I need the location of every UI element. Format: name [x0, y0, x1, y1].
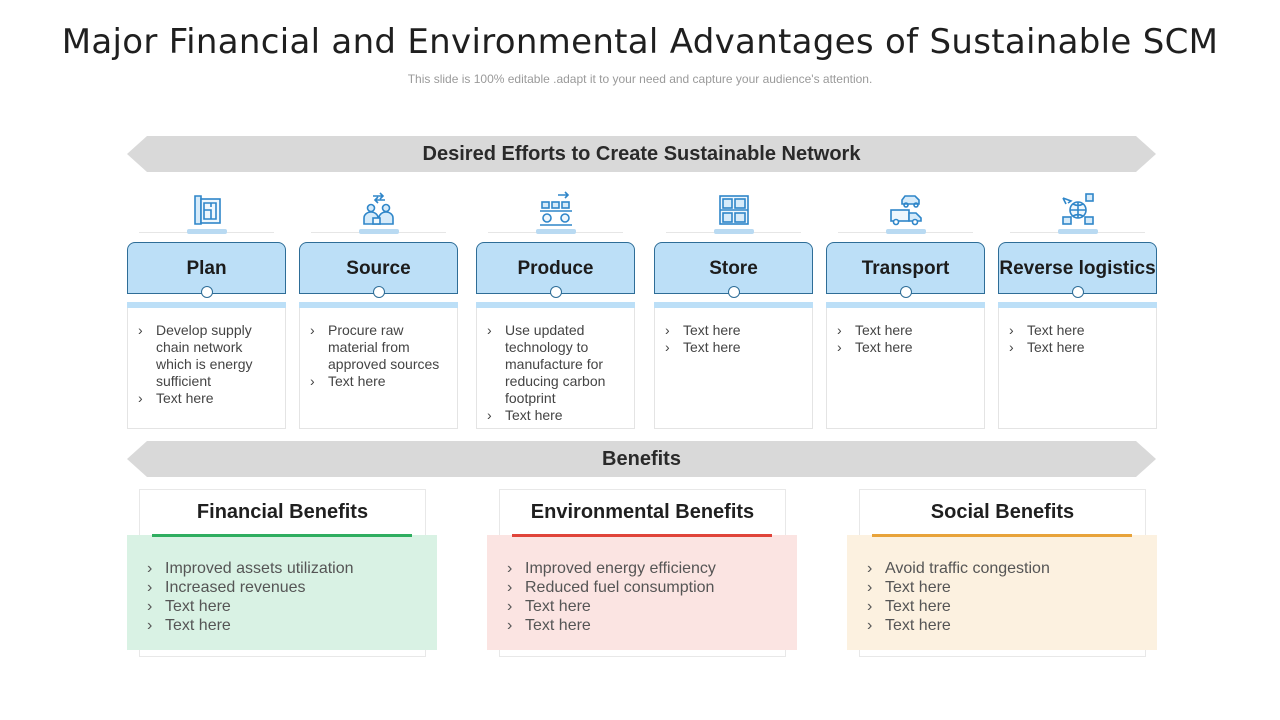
card-accent-rule	[872, 534, 1132, 537]
step-store: Store Text here Text here	[654, 190, 813, 430]
icon-base	[358, 229, 399, 234]
step-plan: Plan Develop supply chain network which …	[127, 190, 286, 430]
card-accent-rule	[152, 534, 412, 537]
step-label: Reverse logistics	[999, 257, 1156, 279]
conveyor-gears-icon	[536, 190, 576, 230]
list-item: Text here	[867, 597, 1157, 616]
step-strip	[998, 302, 1157, 308]
step-label: Plan	[186, 257, 227, 279]
card-accent-rule	[512, 534, 772, 537]
list-item: Text here	[1007, 339, 1148, 356]
step-body: Procure raw material from approved sourc…	[299, 308, 458, 429]
step-header: Plan	[127, 242, 286, 294]
card-title: Environmental Benefits	[530, 501, 755, 523]
list-item: Text here	[136, 390, 277, 407]
step-source: Source Procure raw material from approve…	[299, 190, 458, 430]
list-item: Reduced fuel consumption	[507, 578, 797, 597]
connector-knob	[549, 286, 562, 298]
list-item: Increased revenues	[147, 578, 437, 597]
environmental-benefits-card: Improved energy efficiency Reduced fuel …	[487, 489, 797, 659]
people-exchange-icon	[359, 190, 399, 230]
step-produce: Produce Use updated technology to manufa…	[476, 190, 635, 430]
icon-base	[186, 229, 227, 234]
list-item: Text here	[663, 322, 804, 339]
step-strip	[654, 302, 813, 308]
list-item: Develop supply chain network which is en…	[136, 322, 277, 390]
step-body: Text here Text here	[998, 308, 1157, 429]
step-label: Transport	[861, 257, 950, 279]
list-item: Text here	[867, 578, 1157, 597]
icon-base	[1057, 229, 1098, 234]
step-label: Produce	[517, 257, 594, 279]
connector-knob	[200, 286, 213, 298]
step-header: Store	[654, 242, 813, 294]
financial-benefits-card: Improved assets utilization Increased re…	[127, 489, 437, 659]
list-item: Text here	[147, 597, 437, 616]
connector-knob	[1071, 286, 1084, 298]
card-fill: Improved assets utilization Increased re…	[127, 535, 437, 650]
step-header: Produce	[476, 242, 635, 294]
step-body: Use updated technology to manufacture fo…	[476, 308, 635, 429]
list-item: Text here	[1007, 322, 1148, 339]
list-item: Avoid traffic congestion	[867, 559, 1157, 578]
step-body: Text here Text here	[826, 308, 985, 429]
social-benefits-card: Avoid traffic congestion Text here Text …	[847, 489, 1157, 659]
step-reverse-logistics: Reverse logistics Text here Text here	[998, 190, 1157, 430]
list-item: Text here	[663, 339, 804, 356]
list-item: Text here	[835, 322, 976, 339]
list-item: Text here	[147, 616, 437, 635]
step-body: Text here Text here	[654, 308, 813, 429]
step-strip	[826, 302, 985, 308]
list-item: Text here	[308, 373, 449, 390]
list-item: Use updated technology to manufacture fo…	[485, 322, 626, 407]
page-title: Major Financial and Environmental Advant…	[61, 22, 1219, 62]
card-fill: Improved energy efficiency Reduced fuel …	[487, 535, 797, 650]
warehouse-boxes-icon	[714, 190, 754, 230]
efforts-band-label: Desired Efforts to Create Sustainable Ne…	[422, 142, 861, 165]
global-logistics-icon	[1058, 190, 1098, 230]
list-item: Text here	[485, 407, 626, 424]
benefits-band-label: Benefits	[602, 447, 681, 470]
step-label: Source	[346, 257, 411, 279]
step-strip	[299, 302, 458, 308]
list-item: Text here	[835, 339, 976, 356]
list-item: Text here	[507, 616, 797, 635]
step-body: Develop supply chain network which is en…	[127, 308, 286, 429]
step-header: Reverse logistics	[998, 242, 1157, 294]
connector-knob	[372, 286, 385, 298]
card-title: Financial Benefits	[196, 501, 369, 523]
list-item: Procure raw material from approved sourc…	[308, 322, 449, 373]
step-transport: Transport Text here Text here	[826, 190, 985, 430]
list-item: Text here	[867, 616, 1157, 635]
step-label: Store	[709, 257, 758, 279]
icon-base	[885, 229, 926, 234]
card-fill: Avoid traffic congestion Text here Text …	[847, 535, 1157, 650]
card-title: Social Benefits	[930, 501, 1075, 523]
step-strip	[476, 302, 635, 308]
connector-knob	[899, 286, 912, 298]
list-item: Improved energy efficiency	[507, 559, 797, 578]
step-header: Transport	[826, 242, 985, 294]
page-subtitle: This slide is 100% editable .adapt it to…	[407, 72, 873, 86]
icon-base	[713, 229, 754, 234]
delivery-vehicles-icon	[886, 190, 926, 230]
efforts-arrow-band: Desired Efforts to Create Sustainable Ne…	[127, 136, 1156, 172]
step-strip	[127, 302, 286, 308]
blueprint-icon	[187, 190, 227, 230]
list-item: Text here	[507, 597, 797, 616]
icon-base	[535, 229, 576, 234]
benefits-arrow-band: Benefits	[127, 441, 1156, 477]
list-item: Improved assets utilization	[147, 559, 437, 578]
connector-knob	[727, 286, 740, 298]
